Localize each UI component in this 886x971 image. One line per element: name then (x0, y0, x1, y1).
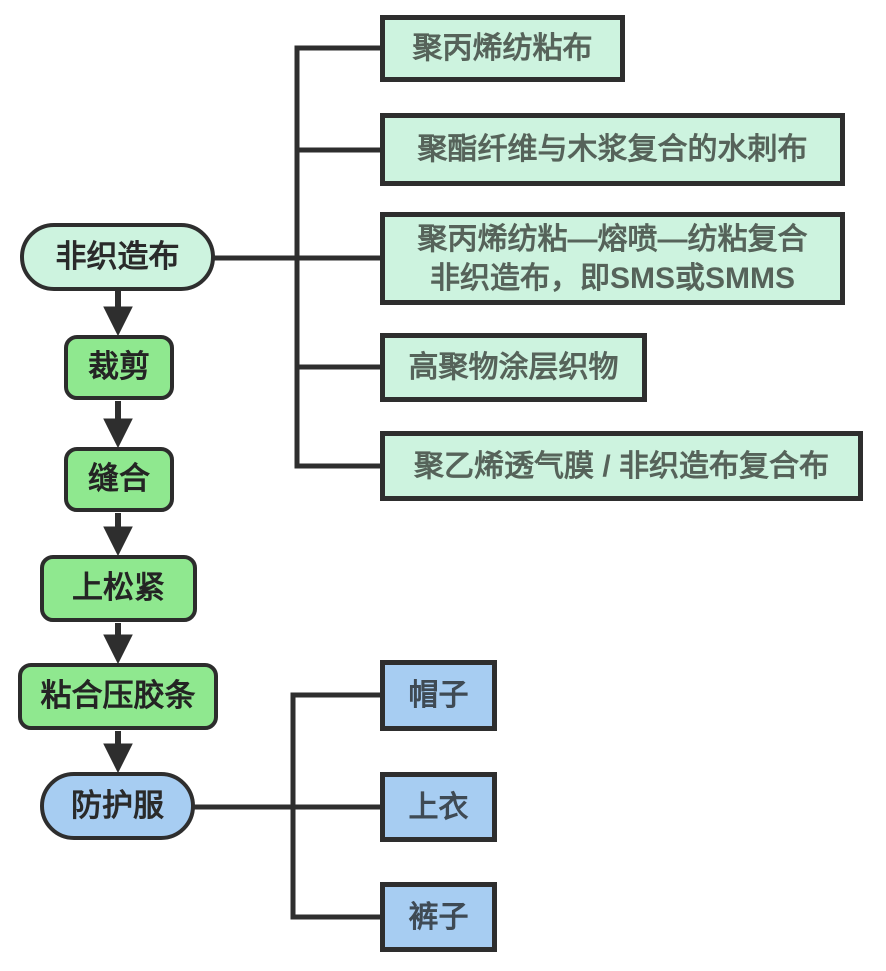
arrow-head-icon (103, 306, 133, 337)
material-sms-line2: 非织造布，即SMS或SMMS (429, 261, 795, 295)
material-pe-breathable-film: 聚乙烯透气膜 / 非织造布复合布 (380, 431, 863, 501)
material-spunlace: 聚酯纤维与木浆复合的水刺布 (380, 113, 845, 186)
product-cap: 帽子 (380, 660, 497, 731)
node-protective-suit: 防护服 (40, 772, 195, 840)
arrow-head-icon (103, 418, 133, 449)
product-branch-lines (192, 692, 383, 920)
product-jacket: 上衣 (380, 772, 497, 842)
node-step-taping: 粘合压胶条 (18, 663, 218, 730)
arrow-head-icon (103, 634, 133, 665)
node-nonwoven-fabric: 非织造布 (20, 223, 215, 291)
material-branch-lines (212, 45, 383, 469)
node-step-cutting: 裁剪 (64, 335, 174, 400)
material-sms-composite: 聚丙烯纺粘—熔喷—纺粘复合 非织造布，即SMS或SMMS (380, 212, 845, 305)
product-pants: 裤子 (380, 882, 497, 952)
material-pp-spunbond: 聚丙烯纺粘布 (380, 15, 625, 82)
material-polymer-coated: 高聚物涂层织物 (380, 333, 647, 402)
arrow-head-icon (103, 526, 133, 557)
node-step-elastic: 上松紧 (40, 555, 197, 622)
node-step-sewing: 缝合 (64, 447, 174, 512)
flow-arrows (103, 291, 133, 774)
arrow-head-icon (103, 743, 133, 774)
material-sms-line1: 聚丙烯纺粘—熔喷—纺粘复合 (417, 222, 808, 256)
